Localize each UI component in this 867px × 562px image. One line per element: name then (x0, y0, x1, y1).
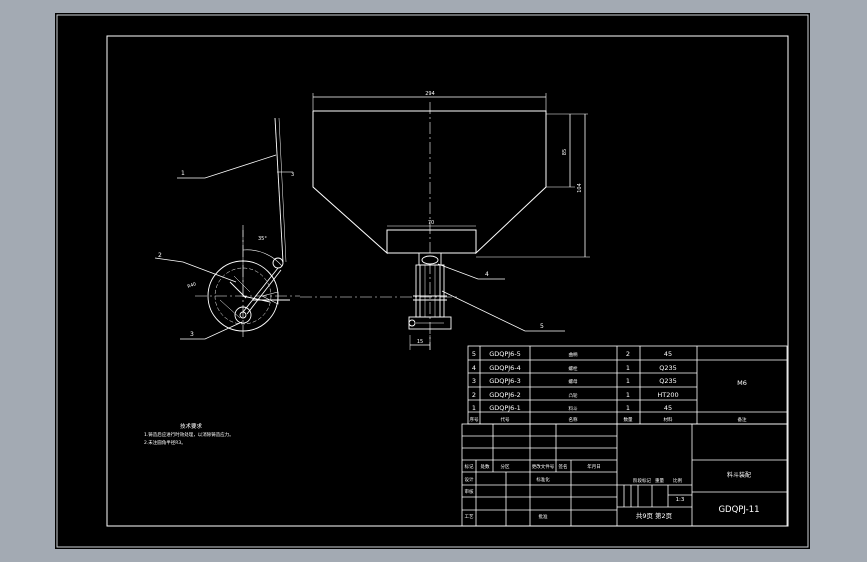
leader-lines (154, 154, 565, 340)
bom-row-5-name: 曲柄 (569, 351, 578, 358)
dim-flange-text: 70 (428, 220, 434, 226)
dim-right-inner-text: 85 (562, 149, 568, 155)
bom-row-5-material: 45 (664, 350, 672, 358)
cam-angle-text: 35° (258, 236, 267, 242)
tb-part-name: 料斗装配 (727, 471, 751, 479)
bom-row-1-name: 料斗 (569, 405, 578, 412)
bom-row-3-code: GDQPJ6-3 (489, 377, 521, 385)
bom-row-4-material: Q235 (659, 364, 677, 372)
bom-header-code: 代号 (501, 416, 510, 423)
tb-label-review: 审核 (465, 488, 474, 495)
tb-label-sign: 签名 (559, 463, 568, 470)
tb-label-count: 处数 (481, 463, 490, 470)
bom-row-5-no: 5 (472, 350, 476, 358)
bom-rows: 5 GDQPJ6-5 曲柄 2 45 4 GDQPJ6-4 螺栓 1 Q235 … (470, 350, 747, 423)
callout-3: 3 (190, 331, 194, 338)
bom-row-4-qty: 1 (626, 364, 630, 372)
tb-label-weight: 重量 (655, 477, 664, 484)
tb-drawing-no: GDQPJ-11 (718, 505, 759, 515)
tb-label-change: 更改文件号 (532, 463, 555, 470)
callout-5: 5 (540, 323, 544, 330)
title-block-grid (461, 423, 788, 527)
bom-row-2-code: GDQPJ6-2 (489, 391, 521, 399)
lever-dim-text: 3 (291, 172, 294, 178)
bom-header-qty: 数量 (624, 416, 633, 423)
bom-row-3-material: Q235 (659, 377, 677, 385)
tb-scale-value: 1:3 (676, 497, 685, 503)
notes-title: 技术要求 (180, 422, 203, 430)
bom-row-1-code: GDQPJ6-1 (489, 404, 521, 412)
bom-header-name: 名称 (569, 416, 578, 423)
bom-row-4-code: GDQPJ6-4 (489, 364, 521, 372)
bom-header-remark: 备注 (738, 416, 747, 423)
bom-row-4-remark: M6 (737, 379, 747, 387)
bom-row-2-qty: 1 (626, 391, 630, 399)
bom-row-3-no: 3 (472, 377, 476, 385)
tb-label-date: 年月日 (587, 463, 601, 470)
bom-row-3-qty: 1 (626, 377, 630, 385)
tb-label-zone: 分区 (501, 463, 510, 470)
dim-right-outer-text: 104 (577, 183, 583, 193)
bom-row-4-name: 螺栓 (569, 365, 578, 372)
bom-row-5-qty: 2 (626, 350, 630, 358)
hopper-outline (312, 110, 547, 255)
tb-label-stage: 阶段标记 (633, 477, 651, 484)
bom-row-2-name: 凸轮 (569, 392, 578, 399)
tb-label-design: 设计 (465, 476, 474, 483)
bom-row-1-qty: 1 (626, 404, 630, 412)
dim-top-text: 294 (425, 91, 435, 97)
bom-header-no: 序号 (470, 416, 479, 423)
bom-row-3-name: 螺母 (569, 378, 578, 385)
bom-row-1-material: 45 (664, 404, 672, 412)
tb-label-process: 工艺 (465, 514, 474, 520)
outer-viewport-border (56, 14, 809, 548)
dim-shaft-text: 15 (417, 339, 423, 345)
bom-row-1-no: 1 (472, 404, 476, 412)
callout-4: 4 (485, 271, 489, 278)
drawing-frame (106, 35, 789, 527)
callout-2: 2 (158, 252, 162, 259)
model-space (55, 13, 810, 549)
callout-1: 1 (181, 170, 185, 177)
title-block-text: 标记 处数 分区 更改文件号 签名 年月日 设计 标准化 审核 工艺 批准 阶段… (465, 463, 760, 520)
bom-row-2-material: HT200 (657, 391, 678, 399)
tb-label-scale: 比例 (673, 477, 682, 484)
notes-line-1: 1.铸造后应进行时效处理，以消除铸造应力。 (144, 431, 234, 438)
tb-label-approve: 批准 (539, 513, 548, 520)
bom-header-material: 材料 (664, 416, 673, 423)
cam-radius-text: R40 (187, 281, 197, 290)
tb-sheets: 共9页 第2页 (636, 511, 673, 520)
notes-line-2: 2.未注圆角半径R3。 (144, 439, 186, 446)
tb-label-std: 标准化 (536, 476, 550, 483)
bom-row-5-code: GDQPJ6-5 (489, 350, 521, 358)
bom-row-2-no: 2 (472, 391, 476, 399)
shaft-side-view (408, 252, 452, 350)
bom-row-4-no: 4 (472, 364, 476, 372)
tb-label-mark: 标记 (465, 463, 474, 470)
hopper-front-view (312, 93, 590, 258)
